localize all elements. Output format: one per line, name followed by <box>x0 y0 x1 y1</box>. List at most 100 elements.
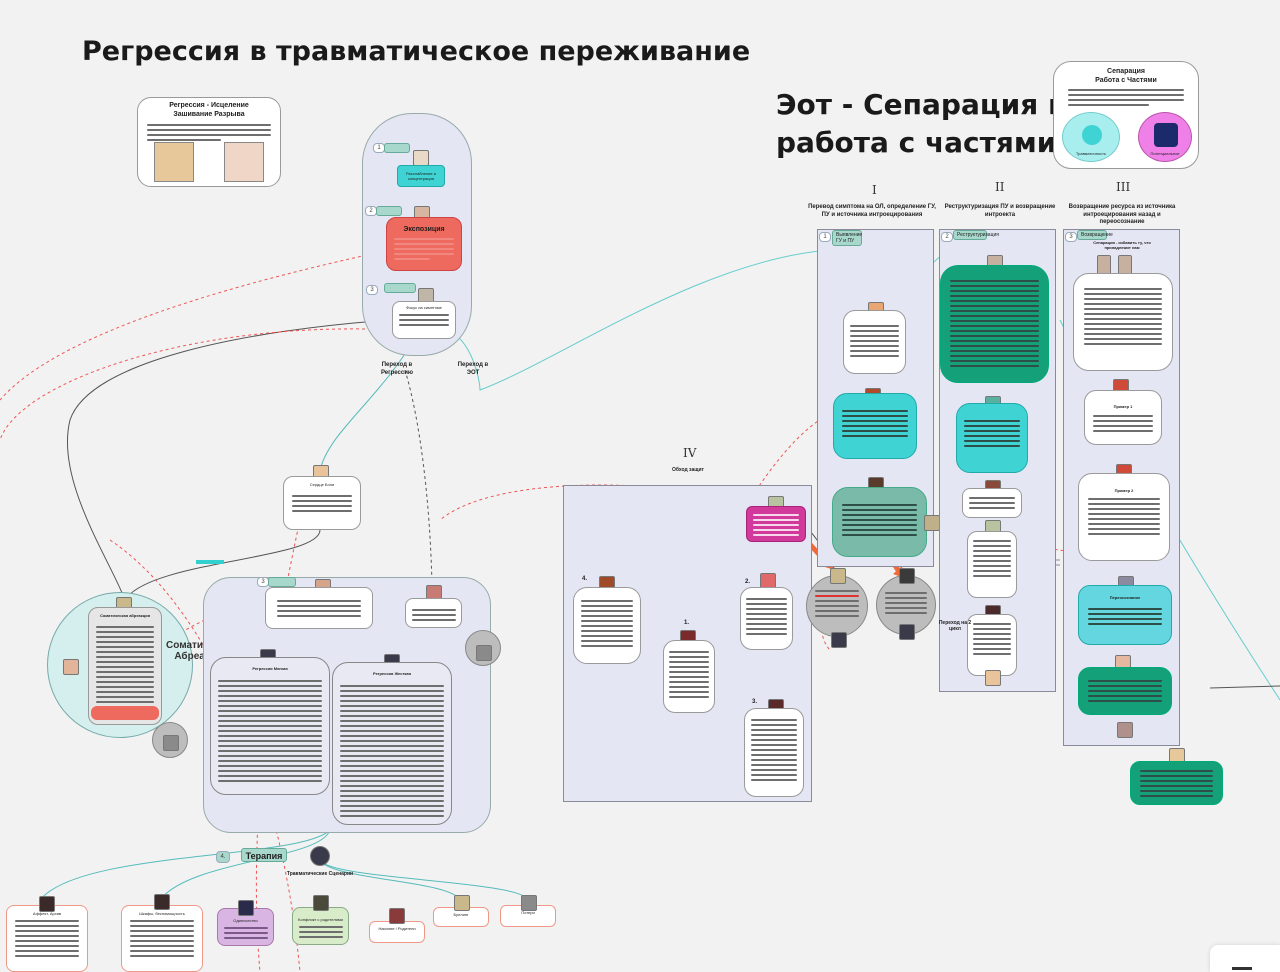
transition-icon-1 <box>830 568 846 584</box>
bypass-number-3: 3. <box>752 699 758 705</box>
bypass-center-node[interactable] <box>746 506 806 542</box>
roman-i: I <box>872 183 877 197</box>
somatic-abreaction-card[interactable]: Соматическая абреакция <box>88 607 162 725</box>
bypass-card-4[interactable] <box>573 587 641 664</box>
bypass-card-1[interactable] <box>663 640 715 713</box>
roman-iv: IV <box>683 446 697 460</box>
bypass-card-3[interactable] <box>744 708 804 797</box>
scenario-icon-violence <box>389 908 405 924</box>
scenario-icon-affect <box>39 896 55 912</box>
potential-part-circle: Потенциальное <box>1138 112 1192 162</box>
scenario-card-conflict[interactable]: Конфликт с родителями <box>292 907 349 945</box>
transition-regression-label: Переход в Регрессию <box>380 362 414 376</box>
woman-final-icon <box>1117 722 1133 738</box>
scenario-icon-conflict <box>313 895 329 911</box>
scenario-card-helplessness[interactable]: Шкафы, беспомощность <box>121 905 203 972</box>
heart-of-pain-node[interactable]: Сердце Боли <box>283 476 361 530</box>
column-2-number: 2 <box>941 232 953 242</box>
column-2-card-a[interactable] <box>940 265 1049 383</box>
column-2-card-b[interactable] <box>956 403 1028 473</box>
step-tag-1 <box>384 143 410 153</box>
scenario-icon-helplessness <box>154 894 170 910</box>
transition-circle-1[interactable] <box>806 568 868 637</box>
transition-icon-2 <box>899 568 915 584</box>
separation-subtitle: Работа с Частями <box>1095 76 1157 84</box>
trauma-mandala-icon <box>310 846 330 866</box>
regression-gray-circle <box>465 630 501 666</box>
scenario-icon-loneliness <box>238 900 254 916</box>
roman-ii: II <box>995 180 1005 194</box>
therapy-label[interactable]: Терапия <box>241 848 287 862</box>
kneeling-figure-icon <box>163 735 179 751</box>
column-1-card-a[interactable] <box>843 310 906 374</box>
relaxed-person-icon <box>413 150 429 166</box>
regression-entry-node[interactable] <box>265 587 373 629</box>
column-2-tag: Реструктуризация <box>953 230 999 240</box>
regression-hard-card[interactable]: Регрессия Жесткая <box>332 662 452 825</box>
column-1-card-c[interactable] <box>832 487 927 557</box>
eot-title: Эот - Сепарация и работа с частями <box>776 88 1068 159</box>
page-title: Регрессия в травматическое переживание <box>82 36 751 67</box>
mandala-small-icon-2 <box>899 624 915 640</box>
column-3-tag: Возвращение <box>1077 230 1113 240</box>
traumatic-part-circle: Травматичность <box>1062 112 1120 162</box>
column-3-example-1-card[interactable]: Пример 1 <box>1084 390 1162 445</box>
regression-soft-card[interactable]: Регрессия Мягкая <box>210 657 330 795</box>
column-2-heading: Реструктуризация ПУ и возвращение интрое… <box>944 204 1056 218</box>
roman-iii: III <box>1116 180 1131 194</box>
column-2-card-c[interactable] <box>962 488 1022 518</box>
trauma-scenarios-label: Травматические Сценарии <box>286 871 354 877</box>
regression-side-node[interactable] <box>405 598 462 628</box>
scenario-icon-bullying <box>454 895 470 911</box>
woman-portrait-icon <box>224 142 264 182</box>
scenario-icon-losses <box>521 895 537 911</box>
regression-healing-title: Регрессия - Исцеление <box>169 102 249 109</box>
column-2-card-e[interactable] <box>967 614 1017 676</box>
regression-tag <box>268 577 296 587</box>
bottom-toolbar[interactable] <box>1210 945 1280 972</box>
doorway-icon <box>924 515 940 531</box>
scenario-card-affect[interactable]: Аффект, Архив <box>6 905 88 972</box>
column-3-card-a[interactable] <box>1073 273 1173 371</box>
mandala-small-icon <box>831 632 847 648</box>
column-1-number: 1 <box>819 232 831 242</box>
column-3-example-2-card[interactable]: Пример 2 <box>1078 473 1170 561</box>
bypass-card-2[interactable] <box>740 587 793 650</box>
separation-title: Сепарация <box>1107 68 1145 75</box>
column-2-card-d[interactable] <box>967 531 1017 598</box>
transition-eot-label: Переход в ЭОТ <box>457 362 489 376</box>
sun-icon <box>985 670 1001 686</box>
bypass-number-4: 4. <box>582 576 588 582</box>
lower-right-green-card[interactable] <box>1130 761 1223 805</box>
therapy-number: 4. <box>216 851 230 863</box>
toolbar-handle-icon <box>1232 967 1252 970</box>
step-tag-3 <box>384 283 416 293</box>
bypass-number-2: 2. <box>745 579 751 585</box>
column-3-reframe-card[interactable]: Переосознание <box>1078 585 1172 645</box>
relaxation-node[interactable]: Расслабление и концентрация <box>397 165 445 187</box>
column-3-heading: Возвращение ресурса из источника интроец… <box>1068 204 1176 225</box>
separation-instruction-label: Сепарация - избавить ту, что принадлежит… <box>1093 240 1151 250</box>
step-tag-2 <box>376 206 402 216</box>
two-cycle-label: Переход на 2 цикл <box>938 620 972 633</box>
bypass-defenses-label: Обход защит <box>671 467 704 473</box>
column-1-card-b[interactable] <box>833 393 917 459</box>
bypass-number-1: 1. <box>684 620 690 626</box>
focus-symptom-node[interactable]: Фокус на симптоме <box>392 301 456 339</box>
column-3-card-final[interactable] <box>1078 667 1172 715</box>
small-face-icon <box>63 659 79 675</box>
somatic-gray-circle <box>152 722 188 758</box>
column-1-heading: Перевод симптома на ОЛ, определение ГУ, … <box>808 204 936 218</box>
step-number-3: 3 <box>366 285 378 295</box>
stressed-figure-icon <box>476 645 492 661</box>
column-1-tag: Выявление ГУ и ПУ <box>832 230 862 246</box>
column-3-number: 3 <box>1065 232 1077 242</box>
family-illustration-icon <box>154 142 194 182</box>
scenario-card-violence[interactable]: Насилие / Родители <box>369 921 425 943</box>
regression-healing-subtitle: Зашивание Разрыва <box>173 110 245 118</box>
exposition-node[interactable]: Экспозиция <box>386 217 462 271</box>
